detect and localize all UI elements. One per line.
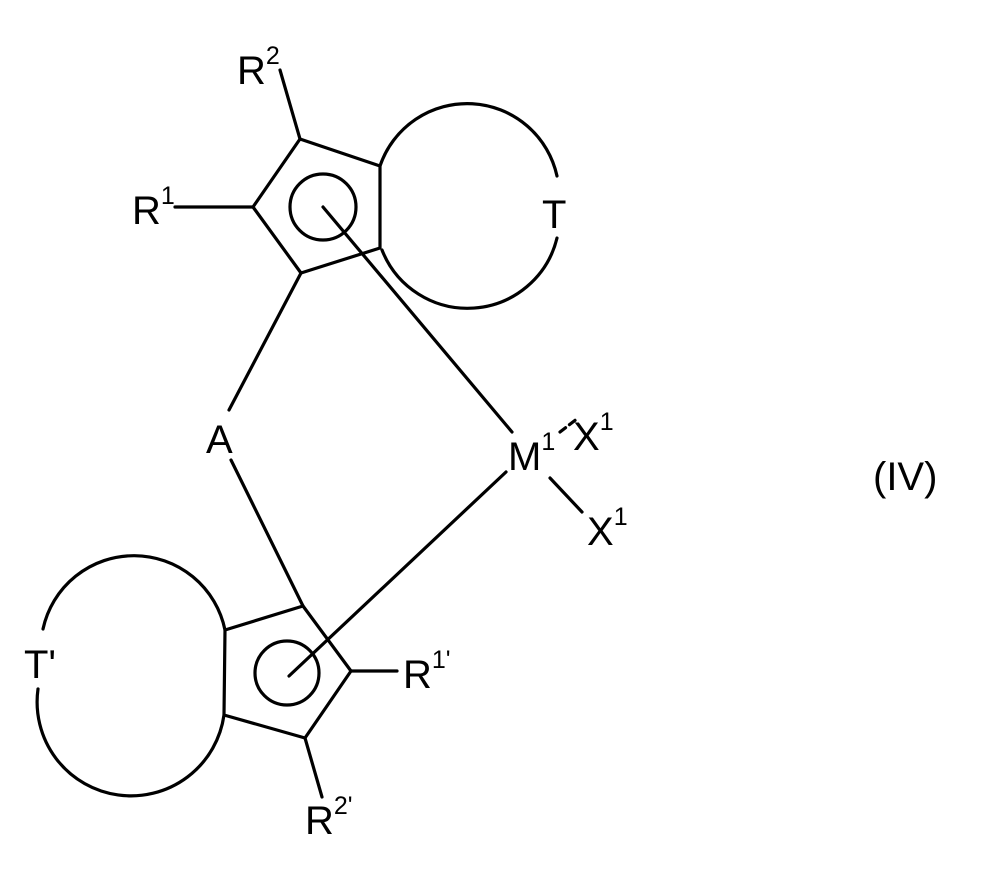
label-r2: R2 — [237, 42, 280, 93]
label-A: A — [206, 418, 233, 462]
top-fused-ring-T-arc — [380, 104, 557, 309]
label-X1-upper: X1 — [573, 408, 614, 459]
bond-top-ring-to-M — [323, 207, 512, 432]
bond-r2-prime — [305, 738, 322, 797]
label-M1: M1 — [508, 428, 555, 479]
bond-M-to-bottom-ring — [289, 472, 506, 676]
label-r2-prime: R2' — [305, 792, 353, 843]
bond-r2 — [280, 70, 300, 139]
bottom-cyclopentadienyl-ring — [224, 606, 351, 738]
bond-M-X1-lower — [550, 478, 582, 512]
bottom-fused-ring-T-prime-arc — [37, 556, 225, 796]
formula-number: (IV) — [873, 455, 937, 499]
bond-A-to-bottom-ring — [231, 460, 303, 606]
label-T: T — [542, 193, 566, 237]
label-r1-prime: R1' — [403, 646, 451, 697]
label-X1-lower: X1 — [587, 503, 628, 554]
bottom-aromatic-circle — [255, 641, 319, 705]
label-T-prime: T' — [24, 643, 56, 687]
bond-top-ring-to-A — [229, 273, 301, 410]
label-r1: R1 — [132, 182, 175, 233]
